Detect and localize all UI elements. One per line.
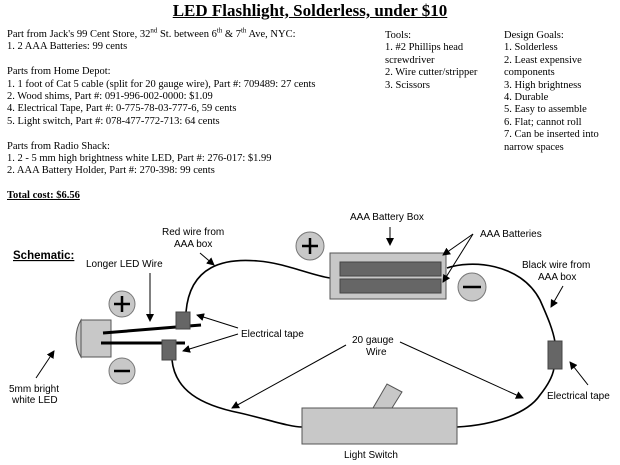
list-item: 4. Electrical Tape, Part #: 0-775-78-03-…	[7, 103, 237, 115]
list-item: 2. Least expensive	[504, 54, 582, 66]
wire-to-switch-right	[456, 367, 555, 428]
arrow	[442, 233, 474, 283]
home-depot-heading: Parts from Home Depot:	[7, 66, 111, 78]
list-item: 2. AAA Battery Holder, Part #: 270-398: …	[7, 165, 215, 177]
schematic-heading: Schematic:	[13, 250, 74, 262]
label-20-gauge-2: Wire	[366, 347, 387, 358]
plus-icon	[108, 290, 136, 318]
black-wire	[446, 263, 556, 343]
label-longer-led: Longer LED Wire	[86, 259, 163, 270]
list-item: narrow spaces	[504, 141, 564, 153]
label-led-1: 5mm bright	[9, 384, 59, 395]
label-electrical-tape-right: Electrical tape	[547, 391, 610, 402]
list-item: 5. Light switch, Part #: 078-477-772-713…	[7, 115, 220, 127]
arrow	[182, 333, 239, 353]
arrow	[35, 350, 55, 379]
battery-2	[339, 278, 442, 294]
label-battery-box: AAA Battery Box	[350, 212, 424, 223]
led-component	[75, 318, 112, 359]
list-item: 2. Wood shims, Part #: 091-996-002-0000:…	[7, 90, 213, 102]
list-item: 1. #2 Phillips head	[385, 42, 464, 54]
page-title: LED Flashlight, Solderless, under $10	[172, 1, 448, 20]
list-item: 1. 1 foot of Cat 5 cable (split for 20 g…	[7, 78, 316, 90]
radio-shack-heading: Parts from Radio Shack:	[7, 140, 110, 152]
list-item: screwdriver	[385, 54, 435, 66]
jacks-parts: Part from Jack's 99 Cent Store, 32nd St.…	[7, 26, 316, 178]
list-item: 1. 2 AAA Batteries: 99 cents	[7, 41, 128, 53]
list-item: components	[504, 67, 555, 79]
arrow	[196, 313, 239, 329]
tools-heading: Tools:	[385, 30, 412, 41]
minus-icon	[108, 357, 136, 385]
list-item: 7. Can be inserted into	[504, 129, 599, 141]
label-20-gauge-1: 20 gauge	[352, 335, 394, 346]
arrow	[550, 285, 564, 308]
jacks-heading: Part from Jack's 99 Cent Store, 32nd St.…	[7, 26, 296, 40]
total-cost: Total cost: $6.56	[7, 190, 80, 201]
arrow	[231, 344, 347, 409]
label-light-switch: Light Switch	[344, 450, 398, 461]
battery-1	[339, 261, 442, 277]
arrow	[442, 233, 474, 256]
minus-icon	[457, 272, 487, 302]
design-goals-list: Design Goals: 1. Solderless 2. Least exp…	[504, 30, 599, 154]
wire-to-switch-left	[171, 359, 303, 428]
red-wire	[185, 259, 331, 313]
plus-icon	[295, 231, 325, 261]
arrow	[399, 341, 524, 399]
label-batteries: AAA Batteries	[480, 229, 542, 240]
list-item: 3. High brightness	[504, 79, 582, 91]
label-black-wire-2: AAA box	[538, 272, 576, 283]
list-item: 4. Durable	[504, 91, 549, 103]
electrical-tape	[175, 311, 191, 330]
tools-list: Tools: 1. #2 Phillips head screwdriver 2…	[385, 30, 477, 92]
arrow	[569, 361, 589, 386]
label-electrical-tape: Electrical tape	[241, 329, 304, 340]
light-switch	[301, 407, 458, 445]
list-item: 3. Scissors	[385, 79, 430, 91]
label-red-wire-1: Red wire from	[162, 227, 224, 238]
label-led-2: white LED	[11, 395, 58, 406]
list-item: 6. Flat; cannot roll	[504, 116, 582, 128]
list-item: 1. Solderless	[504, 42, 558, 54]
design-goals-heading: Design Goals:	[504, 30, 564, 41]
label-black-wire-1: Black wire from	[522, 260, 590, 271]
list-item: 2. Wire cutter/stripper	[385, 67, 478, 79]
arrow	[199, 252, 215, 266]
electrical-tape	[547, 340, 563, 370]
label-red-wire-2: AAA box	[174, 239, 212, 250]
list-item: 5. Easy to assemble	[504, 104, 587, 116]
switch-toggle	[372, 383, 403, 409]
list-item: 1. 2 - 5 mm high brightness white LED, P…	[7, 152, 272, 164]
electrical-tape	[161, 339, 177, 361]
